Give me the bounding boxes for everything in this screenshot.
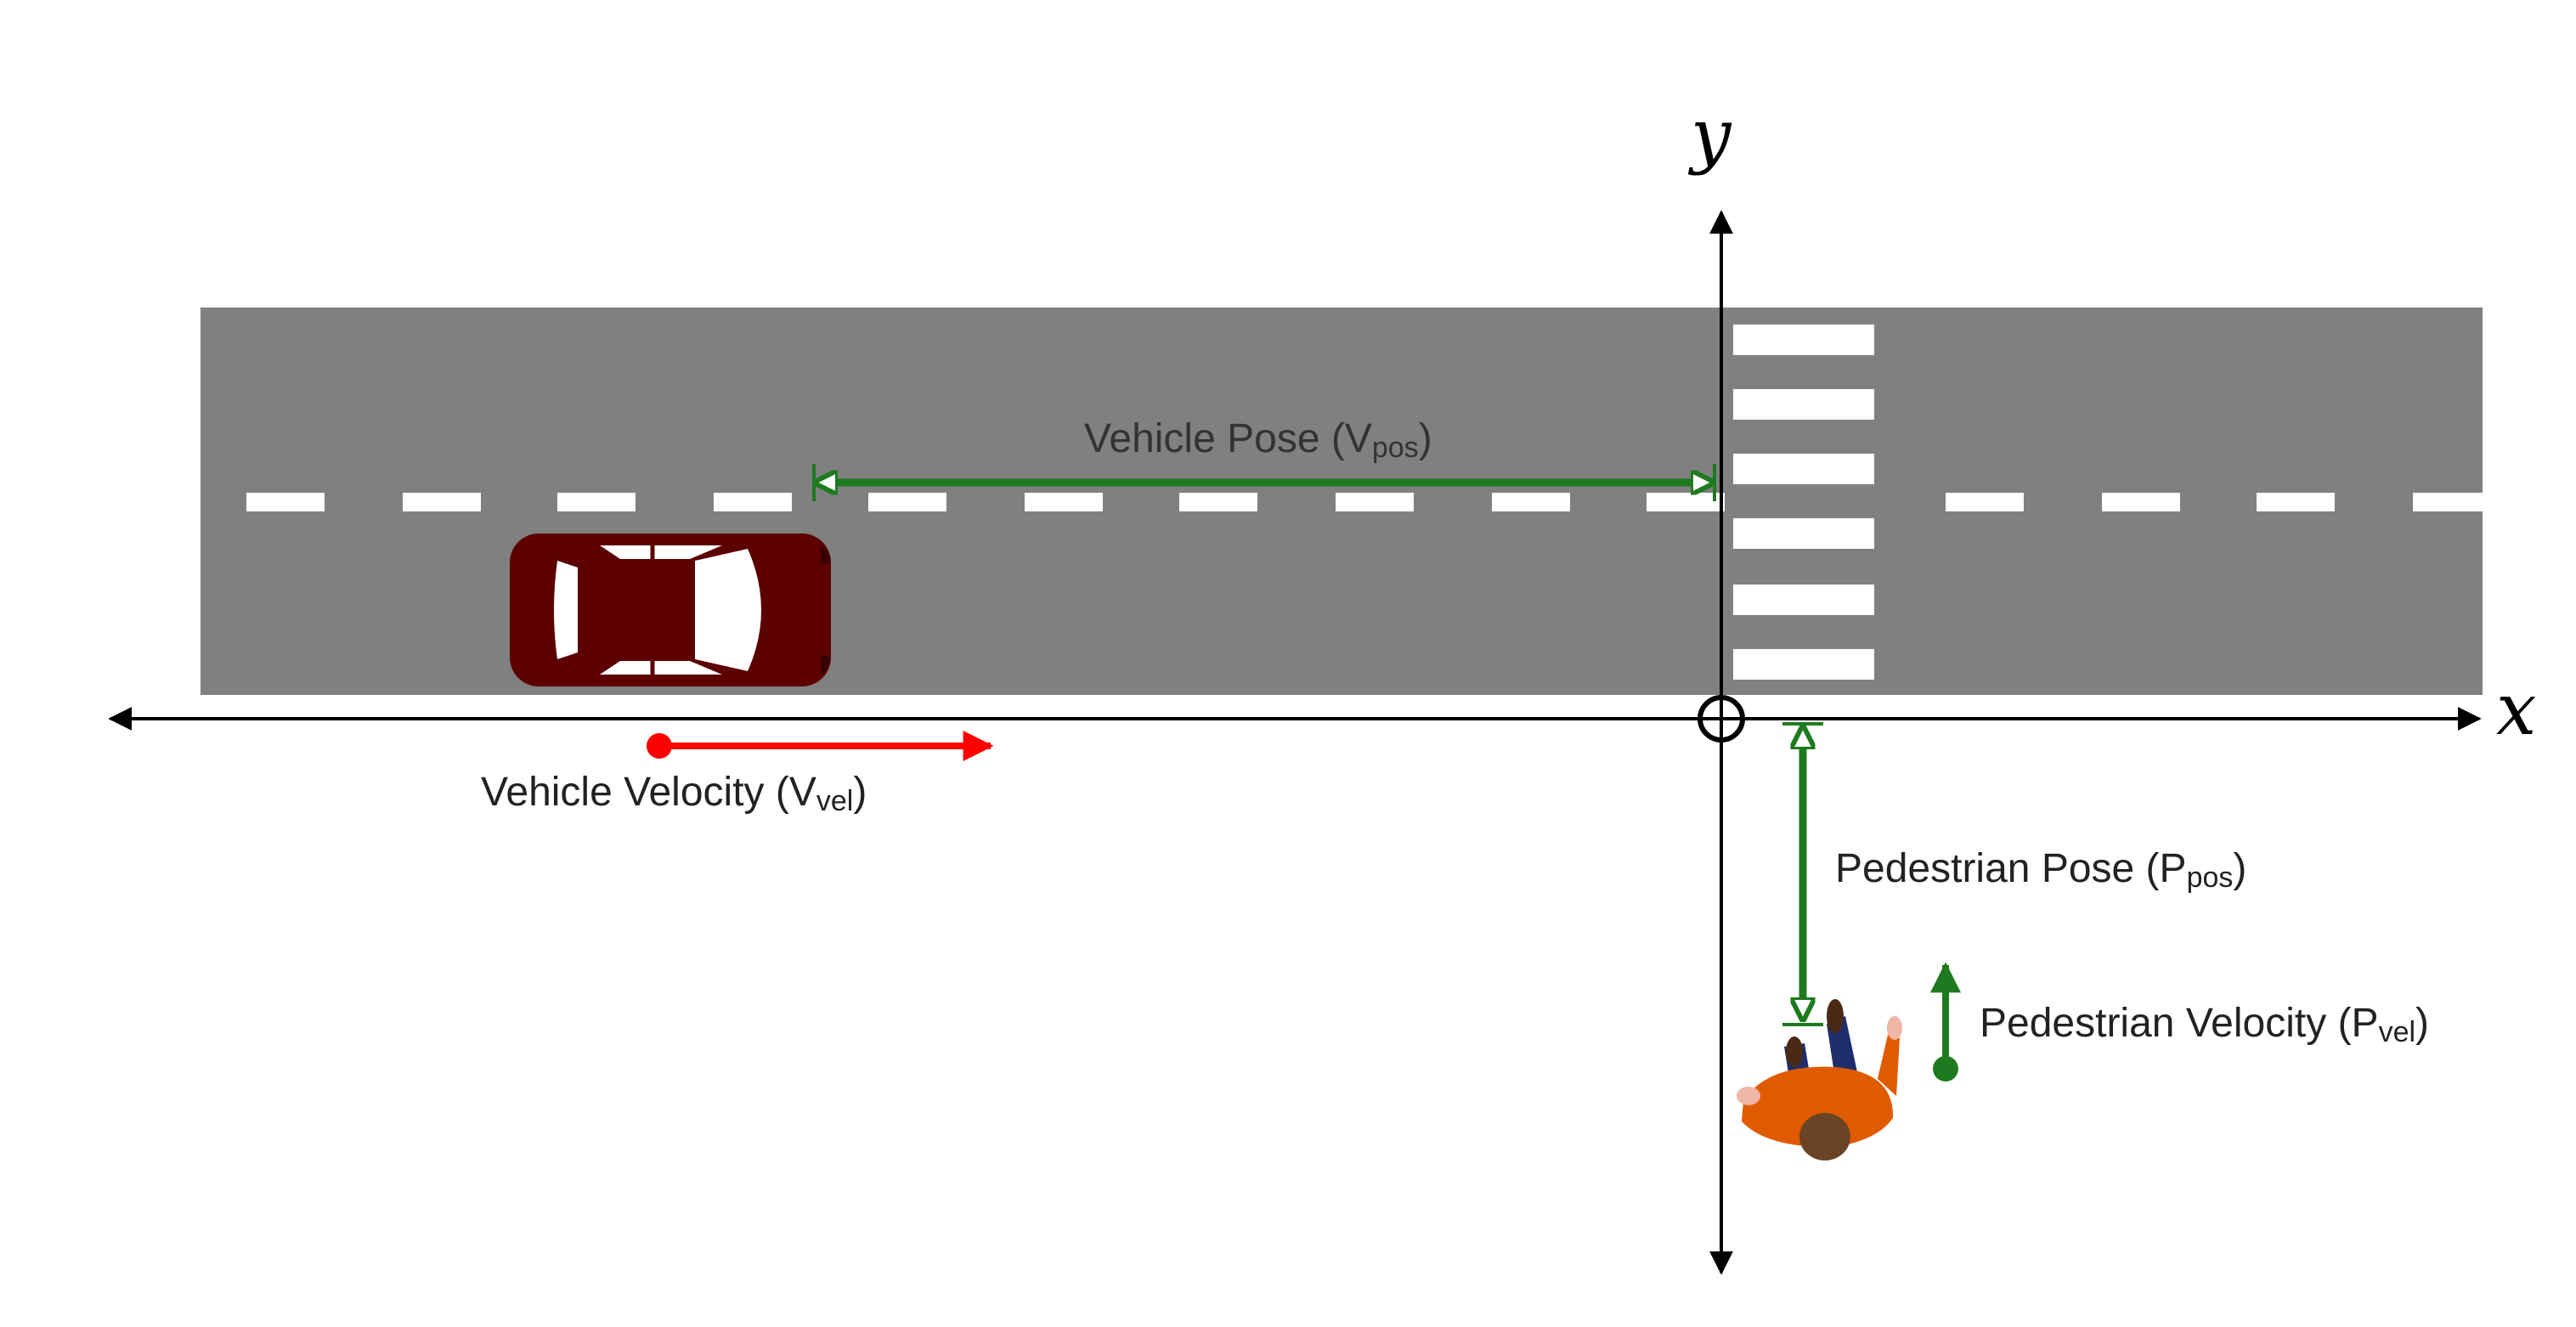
- crosswalk: [1733, 325, 1874, 680]
- vehicle-pose-arrow: [812, 464, 1716, 501]
- pedestrian-pose-arrow: [1782, 722, 1823, 1026]
- lane-center-dashes: [246, 493, 2483, 511]
- y-axis-label: y: [1687, 93, 1732, 177]
- pedestrian-velocity-label: Pedestrian Velocity (Pvel): [1980, 1001, 2429, 1048]
- pedestrian-velocity-arrow: [1930, 962, 1961, 1081]
- x-axis-label: x: [2496, 668, 2536, 751]
- pedestrian-figure: [1737, 999, 1902, 1160]
- vehicle-velocity-label: Vehicle Velocity (Vvel): [481, 770, 867, 817]
- vehicle-velocity-arrow: [647, 731, 994, 761]
- vehicle-pose-label: Vehicle Pose (Vpos): [1084, 416, 1432, 464]
- origin-marker: [1698, 695, 1745, 743]
- pedestrian-pose-label: Pedestrian Pose (Ppos): [1835, 846, 2246, 894]
- vehicle: [510, 534, 831, 686]
